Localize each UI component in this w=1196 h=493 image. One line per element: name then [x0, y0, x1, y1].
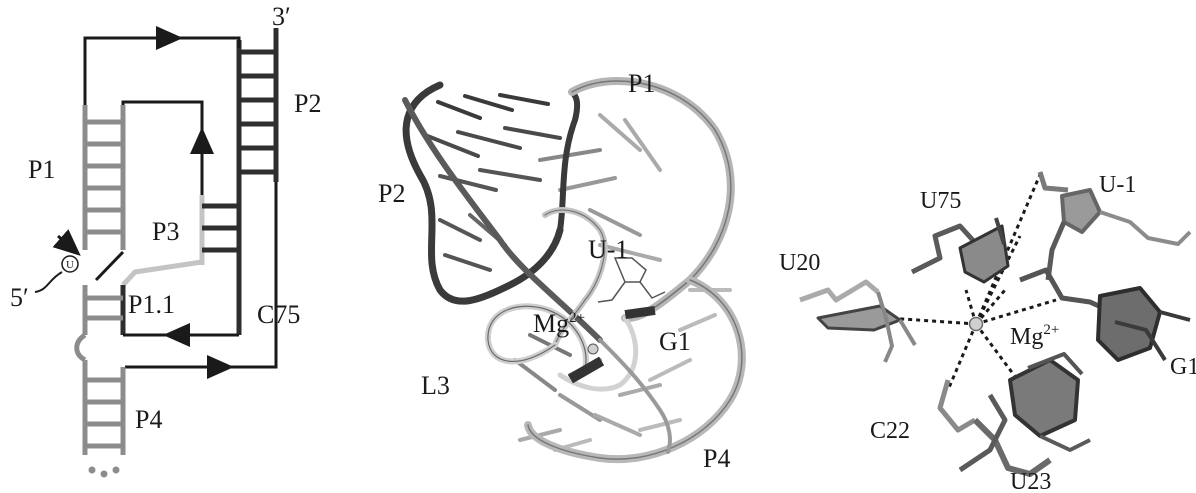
u-minus1-label: U-1 — [1099, 172, 1136, 198]
p4-loop-dots — [89, 467, 120, 478]
p1-crossover-strand — [96, 252, 123, 280]
p1-p3-connector — [123, 102, 202, 200]
mg-active-site-label: Mg2+ — [1010, 322, 1059, 350]
panel-b-tertiary-structure: P1 P2 U-1 Mg2+ G1 L3 P4 — [378, 69, 742, 473]
u-base-label: U — [66, 259, 74, 271]
p2-helix — [239, 28, 276, 335]
five-prime-label: 5′ — [10, 283, 29, 312]
three-prime-label: 3′ — [272, 2, 291, 31]
p1-3d-label: P1 — [628, 69, 655, 98]
u75-nucleotide — [912, 218, 1008, 282]
p3-label: P3 — [152, 217, 179, 246]
cleavage-arrow-icon — [58, 236, 74, 250]
u-minus1-3d-label: U-1 — [588, 235, 628, 264]
p4-bulge — [77, 335, 85, 360]
c22-label: C22 — [870, 418, 910, 444]
u20-label: U20 — [779, 250, 820, 276]
g1-label: G1 — [1170, 354, 1196, 380]
p4-3d-label: P4 — [703, 444, 730, 473]
u23-nucleotide — [940, 354, 1090, 474]
p1-p2-connector — [85, 38, 239, 105]
p1-helix — [85, 105, 123, 250]
p2-3d-label: P2 — [378, 179, 405, 208]
mg-ion-active-site — [970, 318, 983, 331]
p4-helix — [85, 360, 123, 455]
coordination-bonds — [888, 170, 1056, 394]
l3-label: L3 — [421, 371, 450, 400]
u75-label: U75 — [920, 188, 961, 214]
panel-c-active-site: U75 U-1 U20 Mg2+ G1 C22 U23 — [779, 170, 1196, 493]
p3-helix — [123, 195, 239, 285]
five-prime-tail — [35, 272, 62, 292]
p1-1-label: P1.1 — [128, 290, 175, 319]
p2-label: P2 — [294, 89, 321, 118]
panel-a-secondary-structure: 3′ P2 P1 P3 U 5′ P1.1 C75 P4 — [10, 2, 321, 478]
p1-label: P1 — [28, 155, 55, 184]
c75-label: C75 — [257, 300, 300, 329]
g1-nucleotide — [1020, 270, 1190, 360]
u23-label: U23 — [1010, 469, 1051, 493]
mg-ion — [588, 344, 598, 354]
p4-label: P4 — [135, 405, 162, 434]
base-pair-rungs — [425, 95, 730, 450]
u20-nucleotide — [800, 282, 915, 362]
u-1-nucleotide — [598, 258, 665, 302]
g1-3d-label: G1 — [659, 327, 691, 356]
